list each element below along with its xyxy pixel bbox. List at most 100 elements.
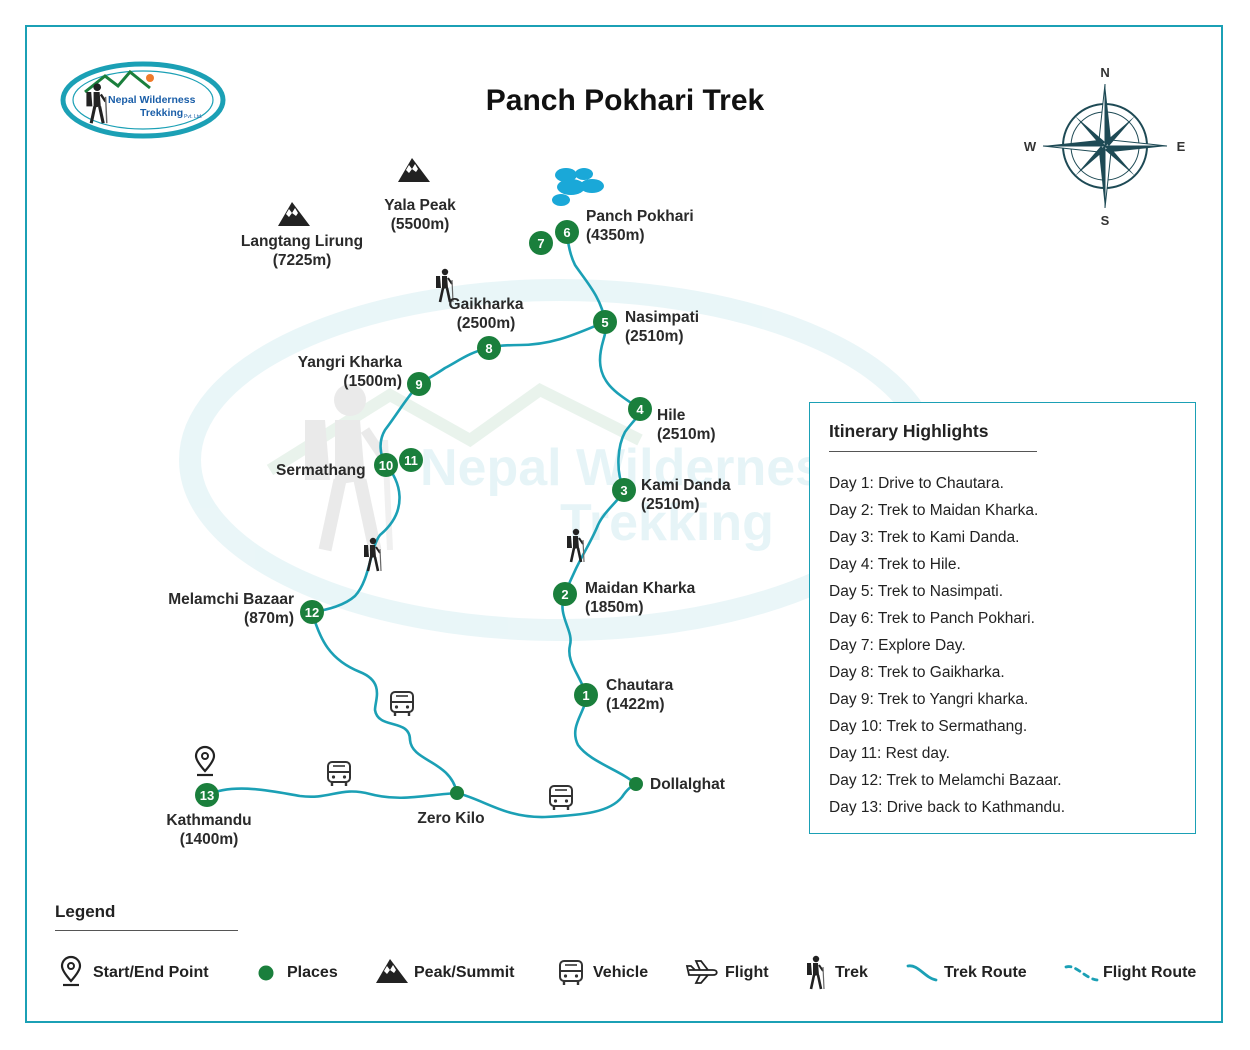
svg-text:6: 6 <box>563 225 570 240</box>
legend-trek-icon <box>805 954 826 991</box>
marker-12: 12 <box>300 600 324 624</box>
marker-9: 9 <box>407 372 431 396</box>
vehicle-icon-kathmandu <box>326 760 352 788</box>
svg-text:W: W <box>1024 139 1037 154</box>
svg-text:11: 11 <box>404 453 418 468</box>
legend-label-flight-route: Flight Route <box>1103 964 1197 981</box>
svg-text:5: 5 <box>601 315 608 330</box>
legend-pin-icon <box>60 955 82 987</box>
svg-text:E: E <box>1177 139 1186 154</box>
itinerary-day: Day 13: Drive back to Kathmandu. <box>829 799 1066 816</box>
itinerary-divider <box>829 451 1037 452</box>
label-yala-peak: Yala Peak(5500m) <box>384 197 456 233</box>
svg-text:12: 12 <box>305 605 319 620</box>
svg-text:Pvt. Ltd.: Pvt. Ltd. <box>184 114 202 120</box>
vehicle-icon-melamchi <box>389 690 415 718</box>
legend-peak-icon <box>376 959 408 983</box>
route-chautara-maidan <box>561 592 588 696</box>
itinerary-day: Day 4: Trek to Hile. <box>829 556 961 573</box>
watermark-text-2: Trekking <box>560 494 774 552</box>
itinerary-day: Day 1: Drive to Chautara. <box>829 475 1004 492</box>
label-kathmandu: Kathmandu(1400m) <box>166 812 252 848</box>
compass-rose-icon: N S E W <box>1024 65 1186 228</box>
route-melamchi-zero-kilo <box>310 610 459 795</box>
itinerary-day: Day 12: Trek to Melamchi Bazaar. <box>829 772 1062 789</box>
legend-trek-route-icon <box>906 964 938 982</box>
marker-5: 5 <box>593 310 617 334</box>
legend-label-flight: Flight <box>725 964 769 981</box>
itinerary-list: Day 1: Drive to Chautara. Day 2: Trek to… <box>829 470 1065 821</box>
label-gaikharka: Gaikharka(2500m) <box>448 296 524 332</box>
marker-6: 6 <box>555 220 579 244</box>
svg-text:7: 7 <box>537 236 544 251</box>
label-kami-danda: Kami Danda(2510m) <box>641 477 731 513</box>
svg-text:9: 9 <box>415 377 422 392</box>
marker-13: 13 <box>195 783 219 807</box>
marker-2: 2 <box>553 582 577 606</box>
langtang-peak-icon <box>278 202 310 226</box>
place-dot-dollalghat <box>629 777 643 791</box>
marker-10: 10 <box>374 453 398 477</box>
label-sermathang: Sermathang <box>276 462 366 479</box>
legend-flight-route-icon <box>1064 965 1099 982</box>
label-chautara: Chautara(1422m) <box>606 677 674 713</box>
company-logo: Nepal Wilderness Trekking Pvt. Ltd. <box>60 61 226 139</box>
itinerary-day: Day 7: Explore Day. <box>829 637 966 654</box>
itinerary-day: Day 3: Trek to Kami Danda. <box>829 529 1020 546</box>
itinerary-day: Day 9: Trek to Yangri kharka. <box>829 691 1029 708</box>
start-end-pin-icon <box>194 745 216 777</box>
label-zero-kilo: Zero Kilo <box>417 810 485 827</box>
map-frame <box>25 25 1223 1023</box>
route-nasimpati-panch <box>565 230 607 324</box>
marker-7: 7 <box>529 231 553 255</box>
label-yangri-kharka: Yangri Kharka(1500m) <box>297 354 402 390</box>
svg-text:2: 2 <box>561 587 568 602</box>
legend-vehicle-icon <box>558 959 584 987</box>
itinerary-day: Day 5: Trek to Nasimpati. <box>829 583 1004 600</box>
legend-icons <box>60 954 1099 991</box>
label-dollalghat: Dollalghat <box>650 776 725 793</box>
itinerary-day: Day 11: Rest day. <box>829 745 950 762</box>
label-hile: Hile(2510m) <box>657 407 716 443</box>
itinerary-day: Day 8: Trek to Gaikharka. <box>829 664 1005 681</box>
svg-text:1: 1 <box>582 688 589 703</box>
route-zero-kilo-dollalghat <box>455 782 638 819</box>
itinerary-panel: Itinerary Highlights Day 1: Drive to Cha… <box>809 402 1196 834</box>
svg-text:8: 8 <box>485 341 492 356</box>
legend-label-trek-route: Trek Route <box>944 964 1027 981</box>
marker-4: 4 <box>628 397 652 421</box>
legend-divider <box>55 930 238 931</box>
label-langtang-lirung: Langtang Lirung(7225m) <box>240 233 364 269</box>
svg-text:S: S <box>1101 213 1110 228</box>
panch-pokhari-lakes-icon <box>552 168 604 206</box>
legend-flight-icon <box>685 960 718 984</box>
itinerary-day: Day 6: Trek to Panch Pokhari. <box>829 610 1035 627</box>
svg-text:4: 4 <box>636 402 644 417</box>
legend-label-vehicle: Vehicle <box>593 964 649 981</box>
legend-place-dot-icon <box>258 965 274 981</box>
svg-text:Nepal Wilderness: Nepal Wilderness <box>108 94 196 106</box>
marker-11: 11 <box>399 448 423 472</box>
marker-8: 8 <box>477 336 501 360</box>
svg-text:13: 13 <box>200 788 214 803</box>
legend-title: Legend <box>55 902 116 921</box>
vehicle-icon-dollalghat <box>548 784 574 812</box>
day-markers: 1 2 3 4 5 6 7 8 9 10 11 12 13 <box>195 220 652 807</box>
label-nasimpati: Nasimpati(2510m) <box>625 309 700 345</box>
route-kathmandu-zero-kilo <box>205 787 459 799</box>
legend-label-start-end: Start/End Point <box>93 964 209 981</box>
itinerary-day: Day 2: Trek to Maidan Kharka. <box>829 502 1039 519</box>
svg-text:3: 3 <box>620 483 627 498</box>
label-melamchi-bazaar: Melamchi Bazaar(870m) <box>168 591 294 627</box>
legend-label-places: Places <box>287 964 338 981</box>
svg-text:10: 10 <box>379 458 393 473</box>
watermark-text: Nepal Wilderness <box>420 439 853 497</box>
label-maidan-kharka: Maidan Kharka(1850m) <box>585 580 696 616</box>
label-panch-pokhari: Panch Pokhari(4350m) <box>586 208 694 244</box>
marker-1: 1 <box>574 683 598 707</box>
yala-peak-icon <box>398 158 430 182</box>
marker-3: 3 <box>612 478 636 502</box>
map-title: Panch Pokhari Trek <box>485 84 765 117</box>
legend-label-peak: Peak/Summit <box>414 964 515 981</box>
